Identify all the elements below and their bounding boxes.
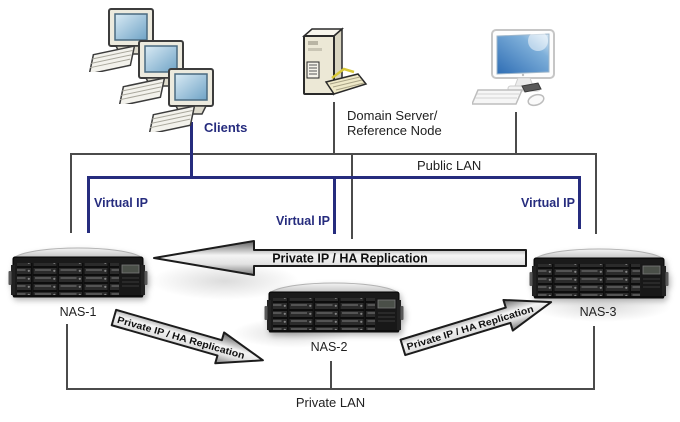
replication-arrow-main: Private IP / HA Replication [153, 240, 527, 276]
clients-label: Clients [204, 120, 248, 135]
virtual-ip-right-drop [578, 176, 581, 229]
virtual-ip-left-drop [87, 176, 90, 233]
nas-1-label: NAS-1 [59, 305, 97, 319]
private-lan-right-drop [593, 326, 595, 388]
nas-1-icon [7, 243, 149, 301]
private-lan-left-drop [66, 324, 68, 388]
workstation-connector [515, 112, 517, 153]
clients-connector [190, 122, 193, 178]
virtual-ip-label-2: Virtual IP [276, 214, 330, 228]
replication-arrow-nas2-nas3: Private IP / HA Replication [396, 284, 560, 365]
replication-arrow-main-label: Private IP / HA Replication [272, 252, 428, 266]
workstation-icon [472, 29, 555, 107]
domain-server-label-line1: Domain Server/ [347, 108, 438, 123]
clients-icon [75, 5, 225, 137]
nas-2-icon [263, 278, 405, 336]
nas-3-label: NAS-3 [579, 305, 617, 319]
client-pc-icon [148, 68, 214, 132]
domain-server-icon [302, 27, 368, 96]
domain-server-label-line2: Reference Node [347, 123, 442, 138]
public-lan-middle-drop [351, 153, 353, 239]
virtual-ip-middle-drop [333, 176, 336, 234]
virtual-ip-label-1: Virtual IP [94, 196, 148, 210]
private-lan-label: Private LAN [295, 395, 366, 410]
public-lan-right-drop [595, 153, 597, 234]
public-lan-line [70, 153, 597, 155]
public-lan-left-drop [70, 153, 72, 233]
nas-2-label: NAS-2 [310, 340, 348, 354]
domain-server-connector [333, 102, 335, 153]
domain-server-label: Domain Server/ Reference Node [347, 108, 442, 138]
virtual-ip-label-3: Virtual IP [521, 196, 575, 210]
private-lan-middle-drop [330, 361, 332, 388]
client-pc-icon [88, 8, 154, 72]
private-lan-line [66, 388, 595, 390]
public-lan-label: Public LAN [417, 158, 482, 173]
